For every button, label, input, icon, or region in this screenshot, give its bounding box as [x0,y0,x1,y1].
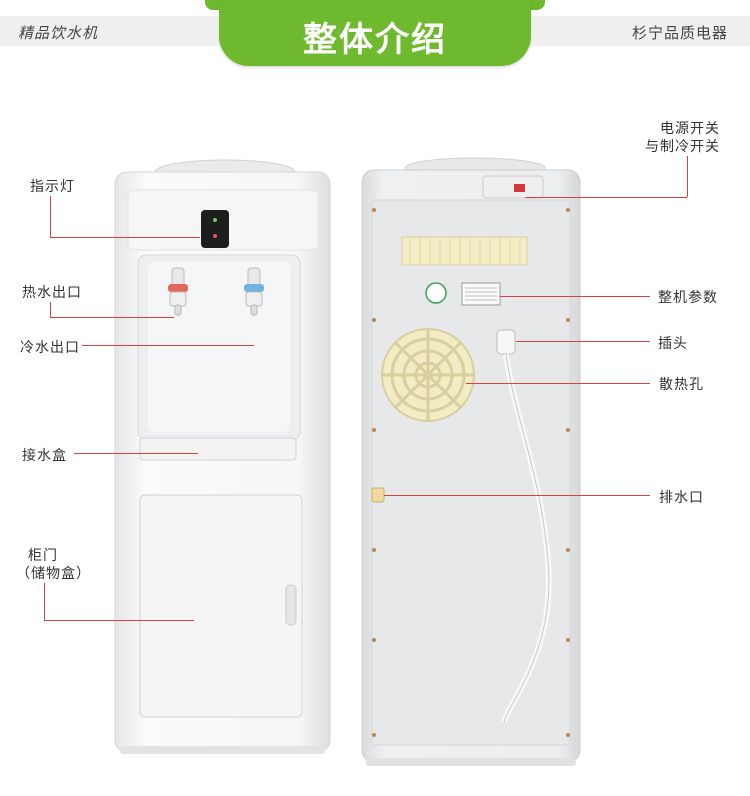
tab-right-notch [531,0,545,10]
label-vent: 散热孔 [659,377,704,393]
label-hot-outlet: 热水出口 [22,285,82,301]
heat-vent [381,328,475,422]
label-cold-outlet: 冷水出口 [20,340,80,356]
tab-left-notch [205,0,219,10]
power-switch [514,184,525,192]
callout-line [500,296,650,297]
label-cabinet-line2: （储物盒） [16,566,91,582]
spec-plate [461,282,501,306]
callout-line [50,196,51,237]
callout-line [466,383,650,384]
callout-line [50,317,174,318]
front-dispenser [114,159,331,754]
callout-line [384,495,650,496]
header-left-text: 精品饮水机 [18,24,99,42]
label-indicator: 指示灯 [30,179,75,195]
hot-tap [168,267,188,316]
label-plug: 插头 [658,336,688,352]
drain-port [371,487,385,503]
cold-tap [244,267,264,316]
callout-line [82,345,254,346]
back-dispenser [361,157,581,766]
label-cabinet-line1: 柜门 [28,548,58,564]
callout-line [74,453,198,454]
cabinet-door [139,494,303,718]
callout-line [50,237,200,238]
callout-line [516,341,650,342]
callout-line [687,156,688,197]
header-right-text: 杉宁品质电器 [631,24,728,42]
indicator-panel [201,210,229,248]
label-switch-line1: 电源开关 [660,121,720,137]
callout-line [525,197,687,198]
label-switch-line2: 与制冷开关 [645,139,720,155]
label-drain: 排水口 [659,490,704,506]
power-plug [496,329,516,355]
callout-line [50,302,51,317]
callout-line [44,583,45,620]
title-tab: 整体介绍 [219,0,531,66]
page-title: 整体介绍 [303,20,447,60]
callout-line [44,620,194,621]
label-params: 整机参数 [658,290,718,306]
drip-tray [139,437,297,461]
label-drip-tray: 接水盒 [22,448,67,464]
